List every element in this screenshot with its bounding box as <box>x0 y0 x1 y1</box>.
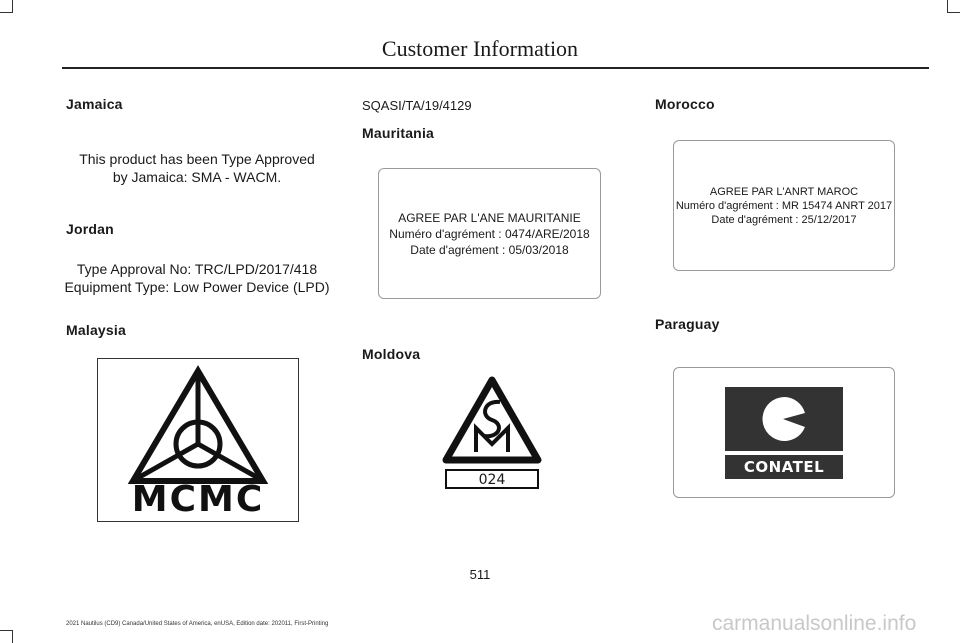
mauritania-heading: Mauritania <box>362 125 435 141</box>
jamaica-line-2: by Jamaica: SMA - WACM. <box>112 169 282 185</box>
mauritania-approval-label: AGREE PAR L'ANE MAURITANIE Numéro d'agré… <box>378 168 601 299</box>
conatel-logo: CONATEL <box>725 386 843 479</box>
jordan-line-2: Equipment Type: Low Power Device (LPD) <box>64 279 330 295</box>
mauritania-line-2: Numéro d'agrément : 0474/ARE/2018 <box>389 226 590 241</box>
page-title: Customer Information <box>381 36 579 61</box>
moldova-logo-code: 024 <box>478 472 506 488</box>
mcmc-emblem-icon <box>127 365 269 484</box>
morocco-approval-label: AGREE PAR L'ANRT MAROC Numéro d'agrément… <box>673 140 895 271</box>
morocco-line-3: Date d'agrément : 25/12/2017 <box>711 213 857 226</box>
jordan-approval-text: Type Approval No: TRC/LPD/2017/418 Equip… <box>62 260 332 296</box>
jordan-heading: Jordan <box>66 221 114 237</box>
header-divider <box>62 67 929 69</box>
page-number: 511 <box>469 567 491 582</box>
morocco-line-2: Numéro d'agrément : MR 15474 ANRT 2017 <box>675 199 893 212</box>
mcmc-logo: MCMC <box>97 358 299 522</box>
morocco-line-1: AGREE PAR L'ANRT MAROC <box>709 185 859 198</box>
crop-mark-top-left <box>0 0 13 13</box>
moldova-heading: Moldova <box>362 346 421 362</box>
mauritania-line-1: AGREE PAR L'ANE MAURITANIE <box>398 210 581 225</box>
sqasi-code: SQASI/TA/19/4129 <box>362 98 472 113</box>
jamaica-approval-text: This product has been Type Approved by J… <box>66 150 328 186</box>
conatel-emblem-icon <box>725 386 843 451</box>
edition-info: 2021 Nautilus (CD9) Canada/United States… <box>66 621 329 627</box>
jamaica-heading: Jamaica <box>66 96 123 112</box>
crop-mark-bottom-left <box>0 630 13 643</box>
mcmc-logo-text: MCMC <box>131 479 265 520</box>
conatel-logo-text: CONATEL <box>725 454 843 479</box>
watermark: carmanualsonline.info <box>712 612 917 635</box>
paraguay-conatel-label: CONATEL <box>673 367 895 498</box>
jamaica-line-1: This product has been Type Approved <box>79 151 315 167</box>
paraguay-heading: Paraguay <box>655 316 720 332</box>
jordan-line-1: Type Approval No: TRC/LPD/2017/418 <box>76 261 318 277</box>
malaysia-heading: Malaysia <box>66 322 126 338</box>
moldova-triangle-icon <box>442 376 542 489</box>
moldova-sm-logo: 024 <box>440 372 544 494</box>
morocco-heading: Morocco <box>655 96 715 112</box>
crop-mark-top-right <box>947 0 960 13</box>
mauritania-line-3: Date d'agrément : 05/03/2018 <box>410 242 569 257</box>
